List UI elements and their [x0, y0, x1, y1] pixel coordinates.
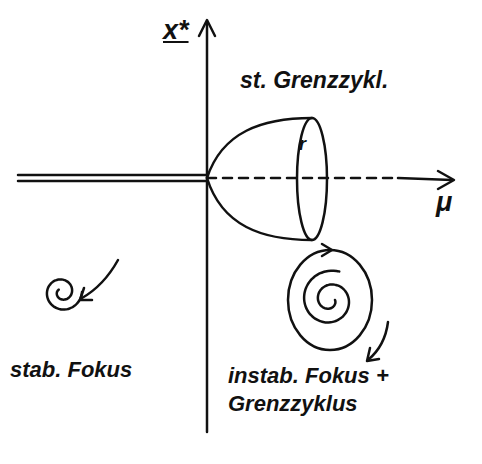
arrowhead: [80, 288, 92, 300]
axis-arrowhead: [199, 20, 215, 36]
stable-branch: [18, 180, 207, 183]
limit-cycle-ellipse: [297, 118, 327, 240]
stable-branch: [18, 174, 207, 177]
annotation: stab. Fokus: [10, 356, 132, 384]
flow-arrow: [368, 322, 388, 360]
limit-cycle: [288, 250, 372, 350]
unstable-branch: [207, 177, 398, 180]
vertical-axis: [206, 22, 209, 432]
axis-arrowhead: [438, 171, 454, 189]
horizontal-axis: [398, 178, 452, 180]
annotation: st. Grenzzykl.: [240, 66, 388, 95]
arrowhead: [367, 348, 379, 361]
flow-arrow: [82, 260, 118, 298]
stable-spiral: [47, 279, 82, 309]
annotation: instab. Fokus + Grenzzyklus: [228, 362, 453, 417]
unstable-spiral: [304, 271, 349, 323]
axis-label: μ: [436, 186, 452, 220]
arrowhead: [322, 244, 332, 256]
axis-label: x*: [163, 14, 189, 48]
annotation: r: [299, 133, 306, 156]
